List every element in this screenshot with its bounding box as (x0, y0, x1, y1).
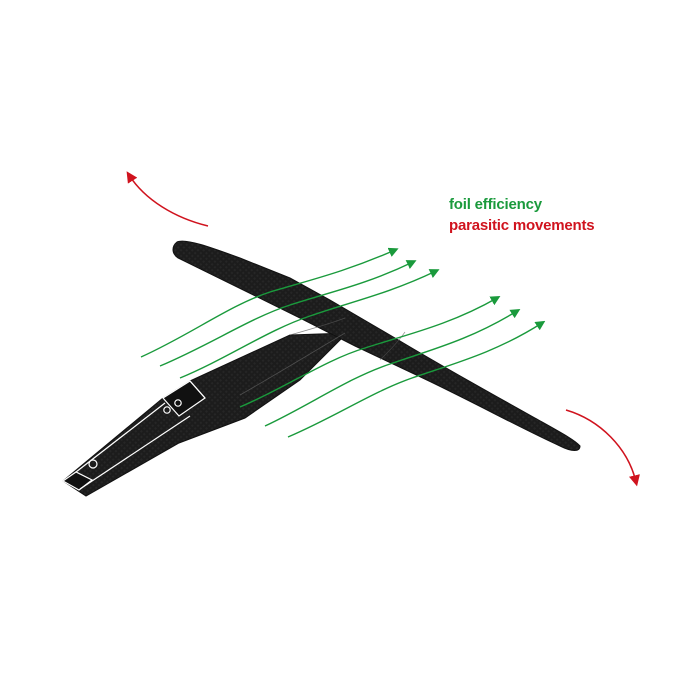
fuselage-edge-line (189, 380, 206, 399)
legend-parasitic-movements: parasitic movements (449, 217, 595, 234)
front-wing-body (172, 240, 581, 451)
wing-sheen (379, 331, 406, 361)
curved-rotation-arrow-icon (126, 171, 209, 227)
curved-rotation-arrow-icon (565, 409, 640, 487)
wing-sheen (239, 332, 346, 396)
flow-arrow-icon (264, 308, 521, 427)
legend-foil-efficiency: foil efficiency (449, 196, 542, 213)
bolt-hole-icon (163, 406, 171, 414)
front-wing (172, 240, 581, 451)
rotation-arrows (126, 171, 640, 487)
wing-sheen (289, 317, 346, 336)
flow-arrows (140, 247, 546, 438)
bolt-hole-icon (174, 399, 182, 407)
flow-arrow-icon (179, 269, 440, 379)
flow-arrow-icon (140, 247, 399, 358)
flow-arrow-icon (239, 296, 501, 408)
bolt-hole-icon (88, 459, 98, 469)
fuselage-edge-line (79, 415, 191, 490)
flow-arrow-icon (287, 320, 546, 438)
flow-arrow-icon (159, 260, 417, 367)
